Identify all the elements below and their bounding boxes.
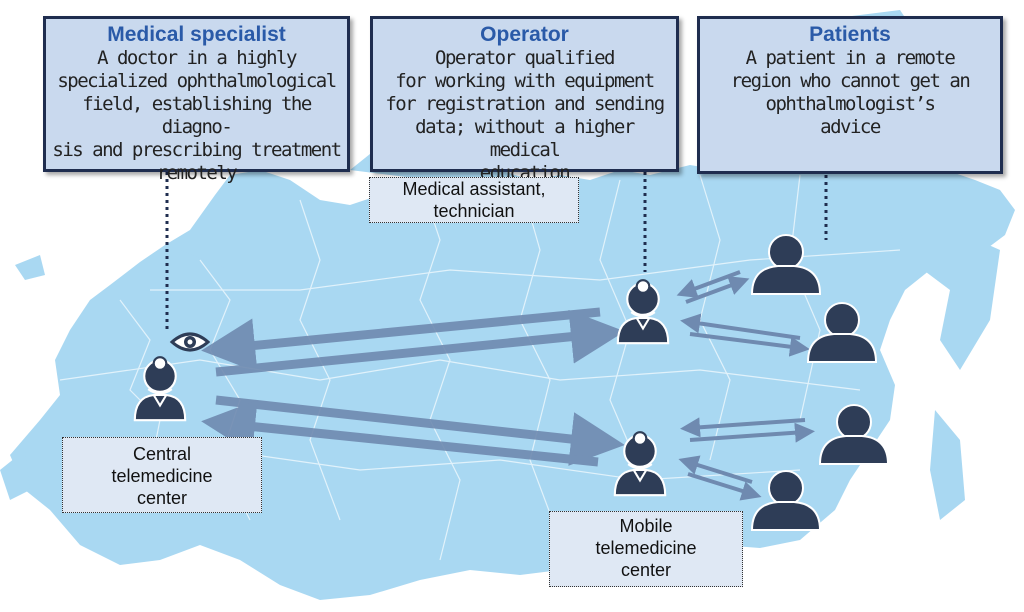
operator-description: Operator qualified for working with equi… (385, 47, 665, 184)
mobile-center-label: Mobile telemedicine center (549, 511, 743, 587)
patients-title: Patients (809, 23, 891, 46)
main-arrows (201, 307, 625, 467)
specialist-box: Medical specialist A doctor in a highly … (43, 16, 350, 184)
assistant-label: Medical assistant, technician (369, 177, 579, 223)
eye-icon (169, 332, 211, 352)
specialist-description: A doctor in a highly specialized ophthal… (52, 47, 342, 184)
operator-box: Operator Operator qualified for working … (370, 16, 679, 184)
central-center-label: Central telemedicine center (62, 437, 262, 513)
patient-arrows (676, 270, 815, 501)
connector-lines (165, 172, 828, 330)
patients-description: A patient in a remote region who cannot … (730, 47, 971, 138)
specialist-title: Medical specialist (107, 23, 286, 46)
operator-title: Operator (480, 23, 569, 46)
patients-box: Patients A patient in a remote region wh… (697, 16, 1003, 174)
